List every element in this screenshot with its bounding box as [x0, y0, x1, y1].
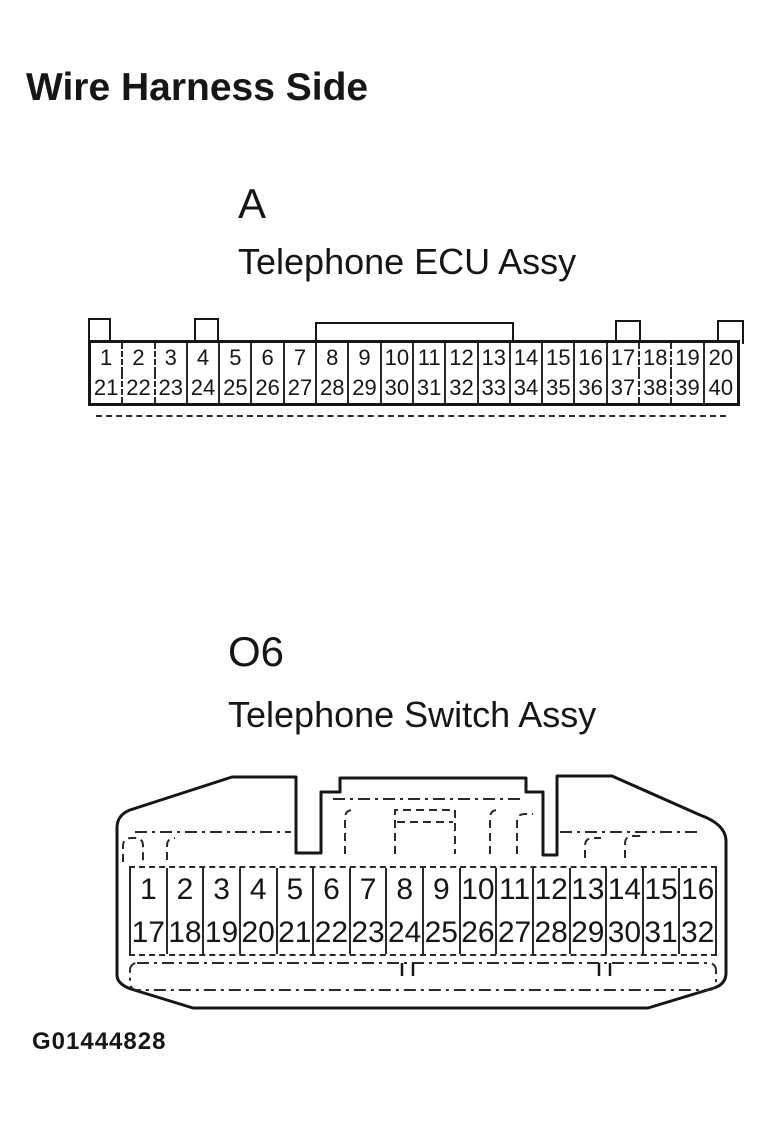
pin-cell: 33 [479, 373, 511, 403]
pin-cell: 10 [382, 343, 414, 373]
pin-cell: 37 [608, 373, 641, 403]
pin-cell: 23 [350, 911, 388, 954]
pin-cell: 25 [424, 911, 461, 954]
pin-cell: 28 [317, 373, 350, 403]
pin-cell: 13 [570, 868, 608, 913]
pin-cell: 17 [608, 343, 641, 373]
pin-cell: 15 [643, 868, 681, 913]
pin-cell: 30 [607, 911, 644, 954]
pin-cell: 21 [91, 373, 124, 403]
pin-cell: 16 [575, 343, 608, 373]
pin-cell: 36 [575, 373, 608, 403]
pin-cell: 12 [533, 868, 571, 913]
pin-cell: 21 [277, 911, 315, 954]
pin-cell: 24 [387, 911, 424, 954]
connector-a-tab [194, 318, 219, 344]
pin-cell: 26 [252, 373, 285, 403]
connector-a-bottom-dash-line [96, 415, 726, 417]
pin-cell: 22 [123, 373, 156, 403]
pin-cell: 4 [240, 868, 278, 913]
pin-cell: 29 [570, 911, 608, 954]
pin-cell: 9 [424, 868, 461, 913]
pin-cell: 5 [220, 343, 253, 373]
pin-cell: 9 [349, 343, 382, 373]
pin-cell: 29 [349, 373, 382, 403]
pin-cell: 20 [708, 345, 734, 370]
pin-cell: 25 [220, 373, 253, 403]
pin-cell: 10 [460, 868, 498, 913]
pin-cell: 26 [460, 911, 498, 954]
pin-cell: 15 [543, 343, 576, 373]
pin-cell: 31 [414, 373, 447, 403]
pin-cell: 27 [285, 373, 318, 403]
pin-cell: 8 [317, 343, 350, 373]
pin-cell: 1 [91, 343, 124, 373]
pin-cell: 7 [350, 868, 388, 913]
pin-cell: 14 [607, 868, 644, 913]
pin-cell: 6 [314, 868, 351, 913]
pin-cell: 31 [643, 911, 681, 954]
pin-cell: 20 [240, 911, 278, 954]
pin-cell: 6 [252, 343, 285, 373]
pin-cell: 7 [285, 343, 318, 373]
pin-cell: 5 [277, 868, 315, 913]
connector-a-tab [88, 318, 111, 344]
pin-cell: 18 [640, 343, 673, 373]
connector-o6-code: O6 [228, 628, 285, 675]
pin-cell: 28 [533, 911, 571, 954]
pin-cell: 11 [414, 343, 447, 373]
pin-cell: 16 [680, 868, 717, 913]
page-title: Wire Harness Side [26, 66, 369, 109]
pin-cell: 17 [131, 911, 168, 954]
pin-cell: 19 [672, 343, 705, 373]
pin-cell: 2 [123, 343, 156, 373]
connector-a-key-block [315, 322, 514, 344]
pin-cell: 19 [204, 911, 241, 954]
figure-code: G01444828 [32, 1028, 167, 1055]
pin-cell: 38 [640, 373, 673, 403]
pin-cell: 12 [446, 343, 479, 373]
pin-cell: 11 [497, 868, 534, 913]
connector-a-code: A [238, 180, 267, 227]
pin-cell: 14 [511, 343, 544, 373]
pin-cell: 27 [497, 911, 534, 954]
pin-cell: 22 [314, 911, 351, 954]
pin-cell: 30 [382, 373, 414, 403]
pin-cell: 35 [543, 373, 576, 403]
pin-cell: 34 [511, 373, 544, 403]
pin-cell: 32 [446, 373, 479, 403]
pin-cell: 32 [680, 911, 717, 954]
pin-cell: 23 [156, 373, 188, 403]
pin-cell: 8 [387, 868, 424, 913]
pin-cell: 4 [188, 343, 221, 373]
pin-cell: 24 [188, 373, 221, 403]
pin-cell: 3 [156, 343, 188, 373]
pin-cell: 39 [672, 373, 705, 403]
pin-cell: 13 [479, 343, 511, 373]
connector-a-name: Telephone ECU Assy [238, 241, 577, 282]
pin-cell: 1 [131, 868, 168, 913]
pin-cell: 2 [167, 868, 205, 913]
pin-cell: 3 [204, 868, 241, 913]
pin-cell: 18 [167, 911, 205, 954]
connector-o6-name: Telephone Switch Assy [228, 694, 597, 735]
pin-cell: 40 [708, 375, 734, 400]
